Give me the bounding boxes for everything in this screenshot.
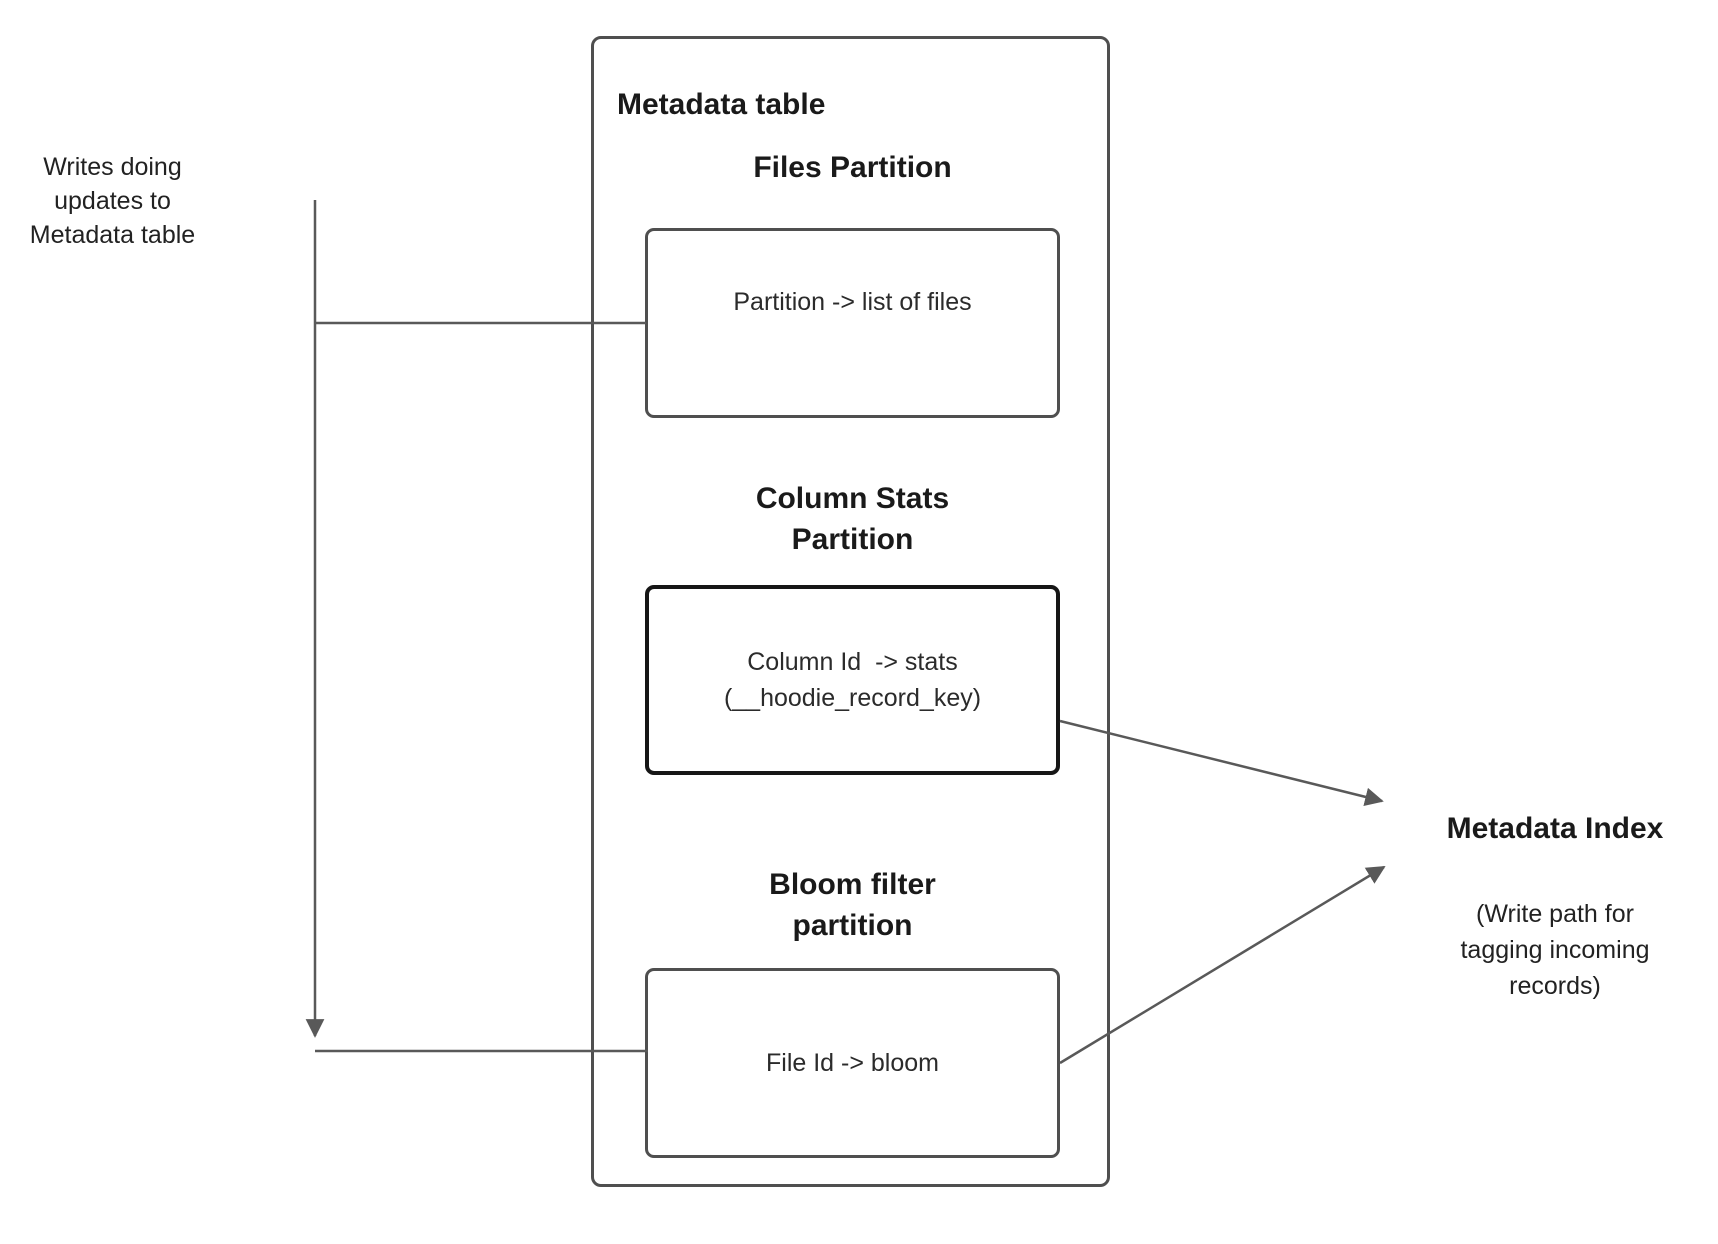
writes-updates-note: Writes doing updates to Metadata table xyxy=(29,153,196,249)
bloom-filter-partition-box: File Id -> bloom xyxy=(645,968,1060,1158)
files-partition-heading: Files Partition xyxy=(753,151,952,184)
bloom-filter-partition-heading: Bloom filter partition xyxy=(769,868,936,942)
files-partition-box: Partition -> list of files xyxy=(645,228,1060,418)
files-partition-body: Partition -> list of files xyxy=(733,288,972,316)
column-stats-partition-body: Column Id -> stats (__hoodie_record_key) xyxy=(723,648,982,712)
column-stats-partition-heading: Column Stats Partition xyxy=(755,482,950,556)
column-stats-partition-box: Column Id -> stats (__hoodie_record_key) xyxy=(645,585,1060,775)
metadata-table-title: Metadata table xyxy=(617,88,826,121)
bloom-filter-partition-body: File Id -> bloom xyxy=(766,1049,939,1077)
metadata-index-note: (Write path for tagging incoming records… xyxy=(1460,900,1650,1000)
metadata-index-title: Metadata Index xyxy=(1446,812,1664,845)
